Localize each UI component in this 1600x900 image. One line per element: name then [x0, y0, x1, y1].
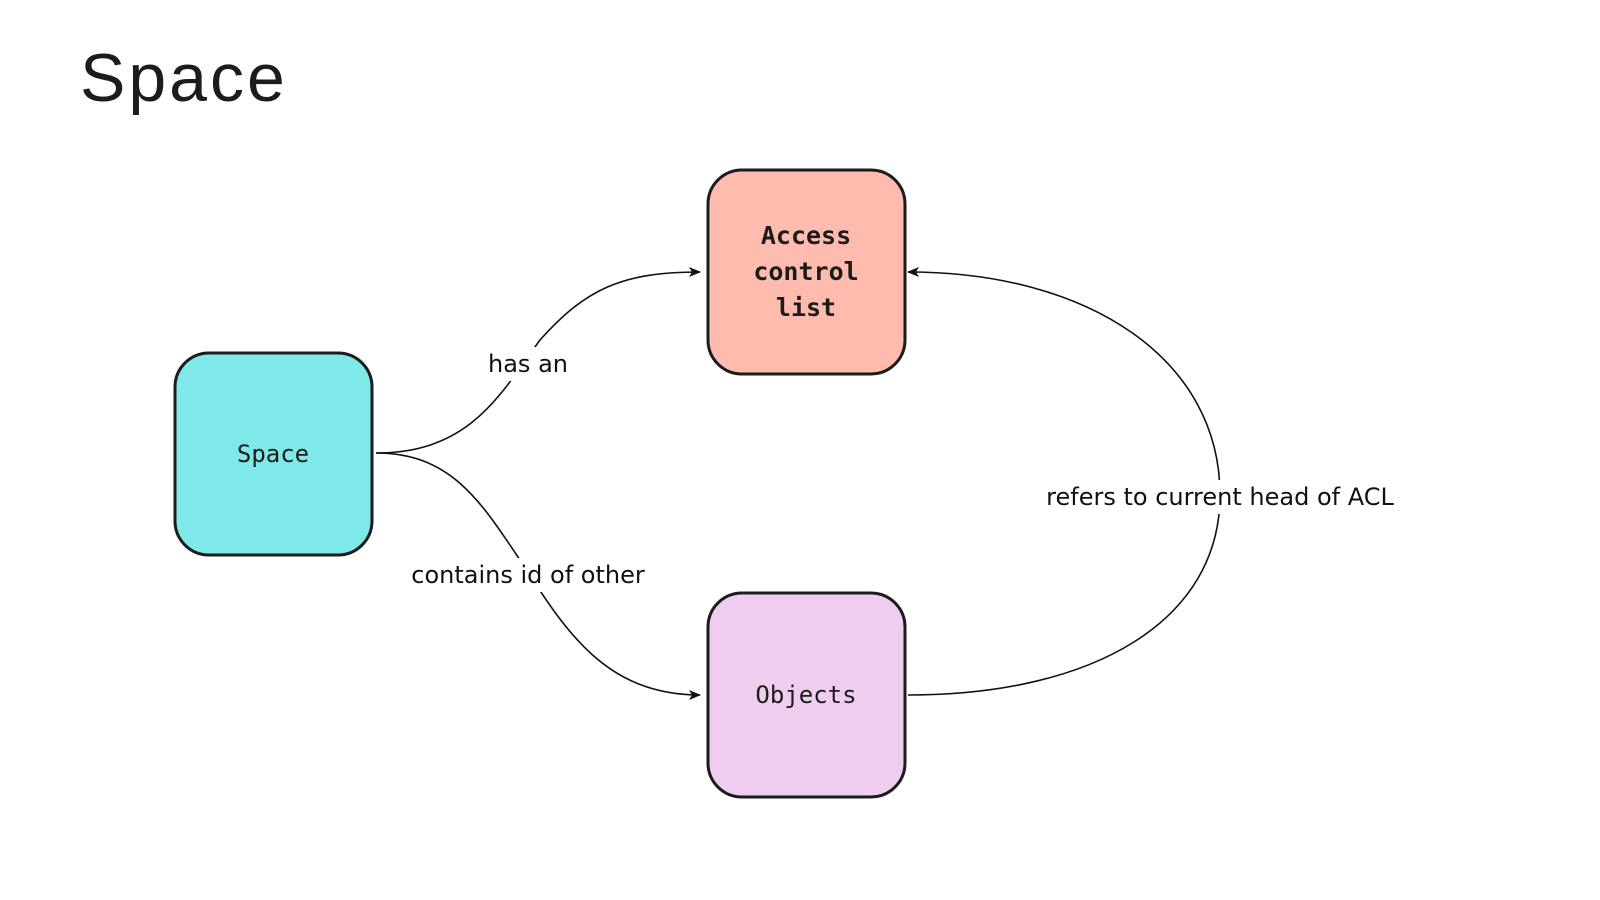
edge-label-contains-bg [400, 558, 656, 592]
edge-label-refers: refers to current head of ACL [1046, 483, 1394, 511]
node-space-box [173, 351, 374, 557]
edge-label-refers-bg [1034, 480, 1406, 514]
node-objects-box [706, 591, 907, 799]
node-acl-label-line-1: Access [761, 221, 851, 250]
edge-has-an [375, 267, 701, 454]
node-acl-label-line-3: list [776, 293, 836, 322]
node-objects-label: Objects [755, 681, 856, 709]
node-space: Space [173, 351, 374, 557]
node-acl-box [706, 168, 907, 376]
edge-label-refers-group: refers to current head of ACL [1034, 480, 1406, 514]
edge-label-contains-group: contains id of other [400, 558, 656, 592]
edge-label-contains: contains id of other [411, 561, 645, 589]
node-acl: Access control list [706, 168, 907, 376]
edge-label-has-an-bg [482, 347, 574, 381]
page-title: Space [80, 40, 288, 116]
node-objects: Objects [706, 591, 907, 799]
node-acl-label-line-2: control [753, 257, 858, 286]
edge-label-has-an: has an [488, 350, 568, 378]
node-space-label: Space [237, 440, 309, 468]
edge-label-has-an-group: has an [482, 347, 574, 381]
